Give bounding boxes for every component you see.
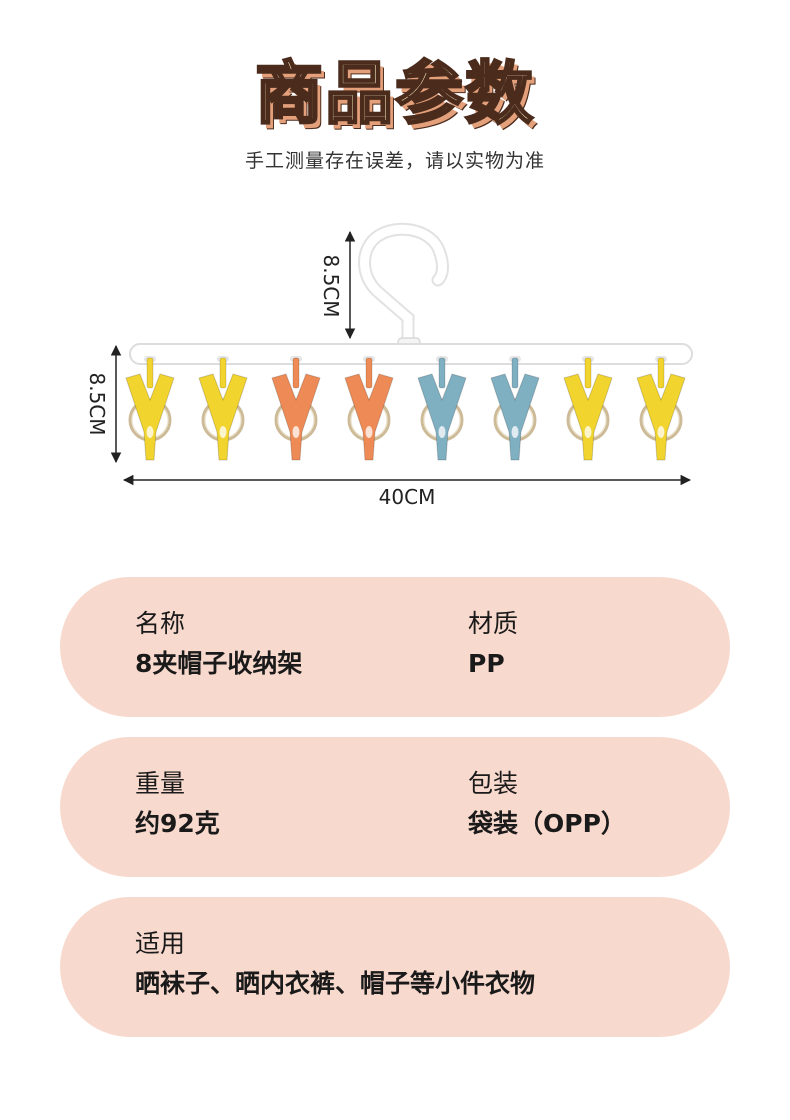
spec-material-label: 材质 [468, 609, 519, 638]
spec-name: 名称 8夹帽子收纳架 [135, 607, 302, 683]
clothes-clip [271, 356, 321, 461]
spec-usage-label: 适用 [135, 929, 186, 958]
clothes-clip [636, 356, 686, 461]
clothes-clip [198, 356, 248, 461]
spec-usage: 适用 晒袜子、晒内衣裤、帽子等小件衣物 [135, 927, 535, 1003]
clothes-clip [490, 356, 540, 461]
page-title: 商品参数 [254, 54, 535, 136]
spec-package-label: 包装 [468, 769, 519, 798]
spec-weight-label: 重量 [135, 769, 186, 798]
clothes-clip [344, 356, 394, 461]
spec-package: 包装 袋装（OPP） [468, 767, 626, 843]
spec-name-value: 8夹帽子收纳架 [135, 649, 303, 678]
total-width-label: 40CM [379, 485, 436, 509]
spec-material: 材质 PP [468, 607, 518, 683]
spec-package-value: 袋装（OPP） [468, 809, 626, 838]
hook-height-label: 8.5CM [319, 254, 343, 317]
spec-card-usage: 适用 晒袜子、晒内衣裤、帽子等小件衣物 [60, 897, 730, 1037]
spec-card-name-material: 名称 8夹帽子收纳架 材质 PP [60, 577, 730, 717]
clip-group [125, 356, 686, 461]
clothes-clip [125, 356, 175, 461]
page-subtitle: 手工测量存在误差，请以实物为准 [244, 150, 545, 172]
spec-weight: 重量 约92克 [135, 767, 220, 843]
spec-card-weight-package: 重量 约92克 包装 袋装（OPP） [60, 737, 730, 877]
clip-height-label: 8.5CM [85, 372, 109, 435]
hanger-bar [129, 343, 693, 365]
spec-weight-value: 约92克 [135, 809, 220, 838]
product-dimension-diagram: 8.5CM 8.5CM 40CM [85, 222, 693, 509]
clothes-clip [563, 356, 613, 461]
clothes-clip [417, 356, 467, 461]
spec-usage-value: 晒袜子、晒内衣裤、帽子等小件衣物 [135, 969, 536, 998]
hanger-hook [358, 222, 449, 359]
spec-name-label: 名称 [135, 609, 186, 638]
spec-material-value: PP [468, 649, 505, 678]
